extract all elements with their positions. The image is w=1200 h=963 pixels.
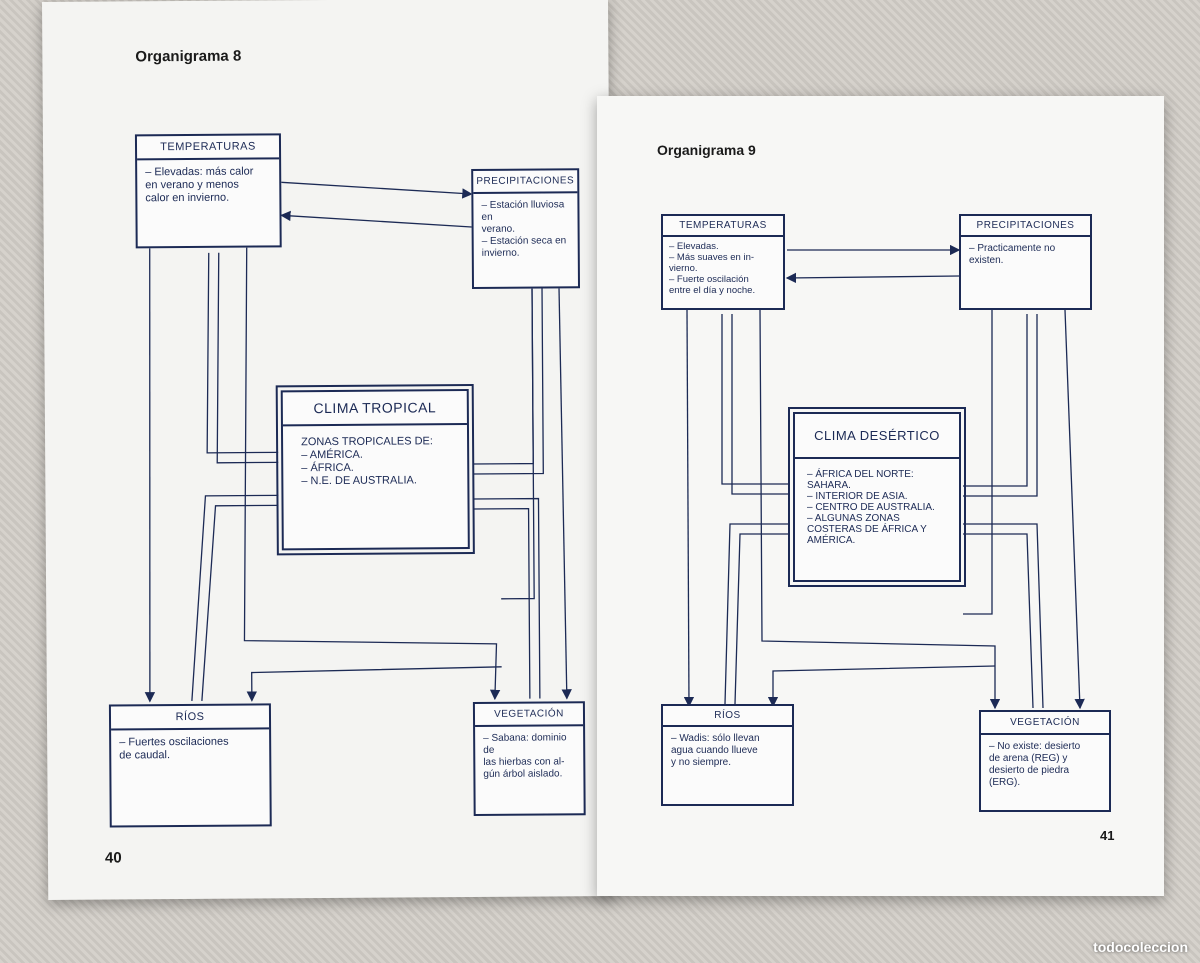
precipitaciones-box: PRECIPITACIONES – Estación lluviosa en v… (471, 168, 581, 290)
box-body: – Estación lluviosa en verano. – Estació… (481, 199, 567, 259)
box-body: – ÁFRICA DEL NORTE: SAHARA. – INTERIOR D… (807, 469, 935, 546)
diagram-connectors (144, 181, 572, 703)
box-body: – Sabana: dominio de las hierbas con al-… (483, 732, 567, 780)
box-header: RÍOS (663, 706, 792, 727)
precipitaciones-box: PRECIPITACIONES – Practicamente no exist… (959, 214, 1092, 310)
box-body: – No existe: desierto de arena (REG) y d… (989, 741, 1081, 788)
clima-center-box: CLIMA DESÉRTICO – ÁFRICA DEL NORTE: SAHA… (788, 407, 966, 587)
temperaturas-box: TEMPERATURAS – Elevadas: más calor en ve… (134, 133, 282, 249)
rios-box: RÍOS – Wadis: sólo llevan agua cuando ll… (661, 704, 794, 806)
box-body: – Practicamente no existen. (969, 243, 1056, 266)
box-header: PRECIPITACIONES (473, 170, 578, 194)
page-number: 40 (104, 849, 122, 867)
box-header: VEGETACIÓN (474, 703, 584, 727)
clima-center-box: CLIMA TROPICAL ZONAS TROPICALES DE: – AM… (275, 383, 475, 556)
page-number: 41 (1100, 828, 1115, 843)
rios-box: RÍOS – Fuertes oscilaciones de caudal. (108, 703, 272, 828)
page-title: Organigrama 9 (657, 142, 756, 158)
box-header: TEMPERATURAS (663, 216, 783, 237)
vegetacion-box: VEGETACIÓN – No existe: desierto de aren… (979, 710, 1111, 812)
diagram-connectors (683, 244, 1085, 710)
box-header: TEMPERATURAS (136, 135, 280, 161)
box-body: – Wadis: sólo llevan agua cuando llueve … (671, 733, 760, 768)
box-body: ZONAS TROPICALES DE: – AMÉRICA. – ÁFRICA… (301, 435, 433, 488)
box-header: RÍOS (110, 705, 270, 731)
box-header: CLIMA TROPICAL (282, 391, 467, 427)
box-body: – Elevadas. – Más suaves en in- vierno. … (669, 241, 756, 296)
box-body: – Fuertes oscilaciones de caudal. (119, 735, 229, 762)
box-header: CLIMA DESÉRTICO (795, 414, 959, 459)
right-page: Organigrama 9 TEMPERATURA (597, 96, 1164, 896)
watermark-logo: todocoleccion (1093, 939, 1188, 955)
left-page: Organigrama 8 (42, 0, 615, 900)
temperaturas-box: TEMPERATURAS – Elevadas. – Más suaves en… (661, 214, 785, 310)
box-body: – Elevadas: más calor en verano y menos … (145, 165, 254, 205)
box-header: PRECIPITACIONES (961, 216, 1090, 237)
box-header: VEGETACIÓN (981, 712, 1109, 735)
vegetacion-box: VEGETACIÓN – Sabana: dominio de las hier… (472, 701, 586, 817)
